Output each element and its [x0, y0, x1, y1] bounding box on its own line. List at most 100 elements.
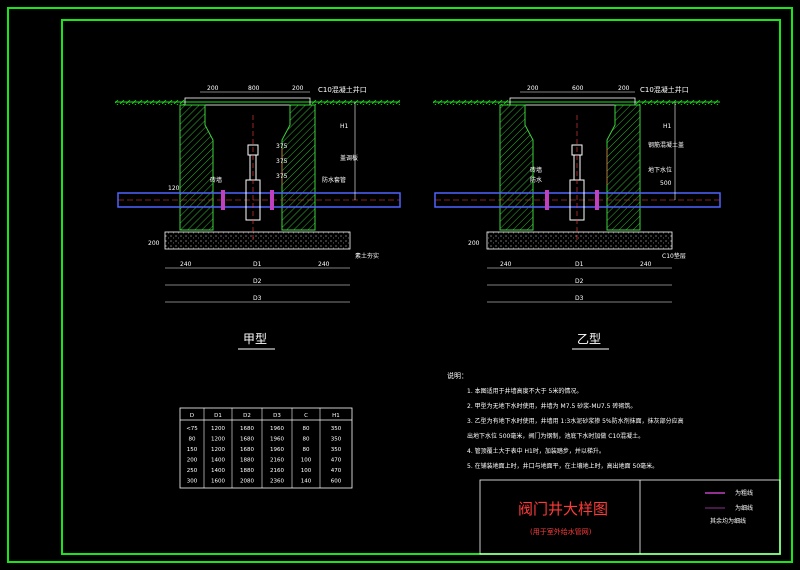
table-cell: 350: [331, 447, 342, 453]
table-cell: 1680: [240, 437, 254, 443]
table-cell: 2360: [270, 479, 284, 485]
table-cell: 100: [301, 468, 312, 474]
dim-d3: D3: [253, 295, 262, 302]
vert-dim-1: 375: [276, 143, 288, 150]
label-waterproof: 防水: [530, 176, 542, 184]
table-cell: 1600: [211, 479, 225, 485]
label-h1: H1: [340, 123, 349, 130]
label-h1: H1: [663, 123, 672, 130]
outer-frame: [7, 7, 793, 563]
water-pipe: [434, 192, 721, 208]
table-cell: 80: [303, 437, 310, 443]
table-header-cell: D3: [273, 413, 281, 419]
table-cell: 80: [189, 437, 196, 443]
table-cell: 2080: [240, 479, 254, 485]
note-2: 2. 甲型为无地下水时使用，井墙为 M7.5 砂浆-MU7.5 砖砌筑。: [467, 402, 636, 410]
dim-top-2: 600: [572, 85, 584, 92]
table-cell: 2160: [270, 458, 284, 464]
dim-bottom-1: 240: [180, 261, 192, 268]
table-cell: 1880: [240, 458, 254, 464]
note-1: 1. 本图适用于井墙高度不大于 5米的情况。: [467, 387, 582, 395]
dim-top-3: 200: [618, 85, 630, 92]
table-cell: 200: [187, 458, 198, 464]
vert-dim-2: 375: [276, 158, 288, 165]
table-cell: 470: [331, 458, 342, 464]
table-cell: 2160: [270, 468, 284, 474]
label-cover: 钢筋混凝土盖: [648, 141, 684, 149]
table-cell: 1200: [211, 447, 225, 453]
drawing-title: 阀门井大样图: [518, 500, 608, 518]
right-wall: [606, 104, 641, 231]
table-cell: 150: [187, 447, 198, 453]
caption-b: 乙型: [577, 332, 601, 346]
table-cell: 350: [331, 426, 342, 432]
table-cell: 140: [301, 479, 312, 485]
table-cell: 1200: [211, 426, 225, 432]
legend-thick-label: 为粗线: [735, 489, 753, 497]
flange-left: [221, 190, 225, 210]
table-cell: 350: [331, 437, 342, 443]
caption-a: 甲型: [243, 332, 267, 346]
label-base: C10垫层: [662, 252, 686, 260]
legend-other-label: 其余均为细线: [710, 517, 746, 525]
table-cell: 1200: [211, 437, 225, 443]
table-cell: 1680: [240, 447, 254, 453]
table-cell: 1400: [211, 468, 225, 474]
left-wall: [179, 104, 214, 231]
table-cell: 80: [303, 447, 310, 453]
table-cell: 100: [301, 458, 312, 464]
flange-right: [595, 190, 599, 210]
dim-top-3: 200: [292, 85, 304, 92]
label-water-level: 地下水位: [648, 166, 672, 174]
drawing-a: 200 800 200 C10混凝土井口 H1 375 375 375 盖调板 …: [115, 85, 401, 350]
flange-right: [270, 190, 274, 210]
notes-heading: 说明：: [447, 371, 468, 380]
well-cover-slab: [509, 97, 636, 106]
dim-bottom-3: 240: [318, 261, 330, 268]
flange-left: [545, 190, 549, 210]
table-cell: 300: [187, 479, 198, 485]
label-200: 200: [468, 240, 480, 247]
table-header-cell: C: [304, 413, 308, 419]
label-120: 120: [168, 185, 180, 192]
dim-d2: D2: [253, 278, 262, 285]
label-top: C10混凝土井口: [640, 85, 689, 94]
table-cell: 1680: [240, 426, 254, 432]
dim-bottom-1: 240: [500, 261, 512, 268]
dim-top-1: 200: [527, 85, 539, 92]
inner-frame: [61, 19, 781, 555]
table-header-cell: D2: [243, 413, 251, 419]
dim-d3: D3: [575, 295, 584, 302]
drawing-subtitle: (用于室外给水管网): [530, 527, 592, 536]
base-slab: [486, 231, 673, 250]
label-top: C10混凝土井口: [318, 85, 367, 94]
note-4: 4. 管顶覆土大于表中 H1时，加装踏步，并以梯升。: [467, 447, 605, 455]
table-cell: 600: [331, 479, 342, 485]
label-brick-wall: 砖墙: [210, 176, 222, 184]
left-wall: [499, 104, 534, 231]
well-cover-slab: [184, 97, 311, 106]
table-cell: 470: [331, 468, 342, 474]
table-cell: 1400: [211, 458, 225, 464]
table-header-cell: D1: [214, 413, 222, 419]
table-cell: 1960: [270, 437, 284, 443]
note-3-cont: 出地下水位 500毫米，阀门为钢制，池底下水时加做 C10混凝土。: [467, 432, 644, 440]
table-cell: 1880: [240, 468, 254, 474]
label-cover: 盖调板: [340, 154, 358, 162]
title-block: 阀门井大样图 (用于室外给水管网) 为粗线 为细线 其余均为细线: [479, 479, 781, 555]
note-5: 5. 在铺装地面上时，井口与地面平，在土壤地上时，高出地面 50毫米。: [467, 462, 658, 470]
label-sleeve: 防水套管: [322, 176, 346, 184]
drawing-b: 200 600 200 C10混凝土井口 H1 钢筋混凝土盖 地下水位 500 …: [433, 85, 721, 350]
label-base: 素土夯实: [355, 252, 379, 260]
label-500: 500: [660, 180, 672, 187]
dim-bottom-d1: D1: [575, 261, 584, 268]
table-border: [179, 407, 353, 489]
table-cell: 80: [303, 426, 310, 432]
table-header-cell: D: [190, 413, 194, 419]
table-cell: 1960: [270, 426, 284, 432]
title-block-border: [479, 479, 781, 555]
vert-dim-3: 375: [276, 173, 288, 180]
table-cell: <75: [186, 426, 198, 432]
